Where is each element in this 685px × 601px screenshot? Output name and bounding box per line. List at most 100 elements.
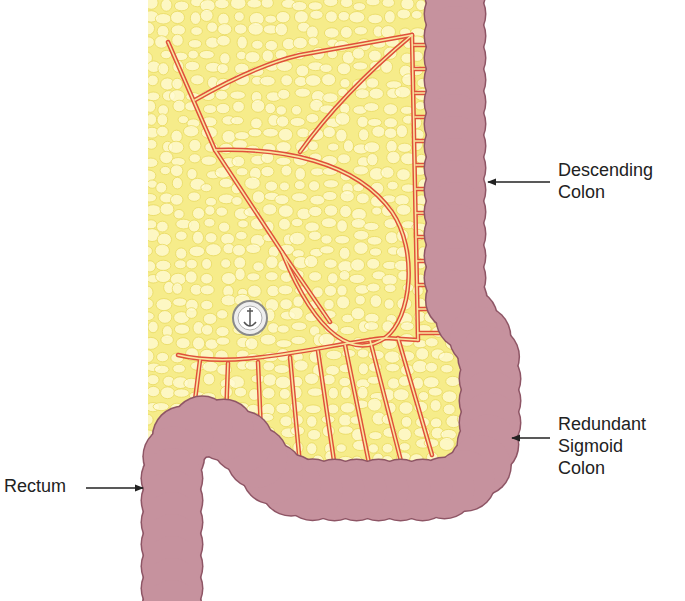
- fat-lobule: [397, 9, 411, 19]
- fat-lobule: [387, 181, 398, 190]
- fat-lobule: [353, 3, 366, 11]
- fat-lobule: [191, 27, 203, 36]
- fat-lobule: [430, 418, 441, 428]
- fat-lobule: [144, 0, 158, 9]
- leader-arrow: [488, 181, 550, 183]
- fat-lobule: [367, 398, 381, 411]
- fat-lobule: [140, 246, 152, 256]
- mesentery-fat: [148, 0, 462, 472]
- fat-lobule: [384, 351, 400, 363]
- fat-lobule: [336, 444, 346, 453]
- part-label: Redundant Sigmoid Colon: [558, 414, 670, 480]
- fat-lobule: [353, 62, 368, 70]
- fat-lobule: [308, 2, 322, 11]
- fat-lobule: [364, 142, 379, 153]
- fat-lobule: [265, 40, 277, 50]
- fat-lobule: [205, 206, 215, 216]
- fat-lobule: [295, 168, 305, 181]
- fat-lobule: [207, 22, 218, 32]
- fat-lobule: [349, 274, 365, 283]
- fat-lobule: [307, 388, 323, 397]
- fat-lobule: [217, 310, 228, 319]
- fat-lobule: [218, 24, 232, 35]
- fat-lobule: [306, 113, 319, 123]
- fat-lobule: [143, 193, 157, 202]
- fat-lobule: [395, 86, 411, 98]
- fat-lobule: [217, 64, 228, 74]
- fat-lobule: [297, 128, 310, 138]
- fat-lobule: [428, 387, 442, 396]
- fat-lobule: [157, 221, 169, 232]
- fat-lobule: [368, 444, 378, 453]
- fat-lobule: [263, 204, 277, 215]
- fat-lobule: [339, 271, 350, 281]
- fat-lobule: [186, 259, 197, 269]
- fat-lobule: [305, 373, 319, 384]
- fat-lobule: [321, 235, 332, 244]
- fat-lobule: [393, 389, 409, 401]
- fat-lobule: [219, 178, 233, 188]
- fat-lobule: [441, 364, 453, 373]
- fat-lobule: [385, 232, 398, 244]
- fat-lobule: [276, 157, 291, 165]
- fat-lobule: [188, 220, 199, 232]
- fat-lobule: [387, 151, 400, 163]
- fat-lobule: [340, 79, 350, 89]
- fat-lobule: [305, 405, 321, 414]
- fat-lobule: [326, 365, 340, 375]
- fat-lobule: [292, 1, 307, 11]
- fat-lobule: [398, 428, 412, 441]
- fat-lobule: [216, 337, 230, 345]
- fat-lobule: [155, 14, 171, 24]
- fat-lobule: [204, 218, 215, 227]
- fat-lobule: [161, 387, 175, 399]
- fat-lobule: [291, 193, 307, 202]
- fat-lobule: [278, 285, 293, 295]
- fat-lobule: [238, 220, 249, 228]
- fat-lobule: [185, 61, 200, 70]
- fat-lobule: [248, 128, 262, 136]
- fat-lobule: [229, 376, 245, 389]
- fat-lobule: [221, 259, 231, 268]
- fat-lobule: [173, 364, 186, 373]
- fat-lobule: [206, 244, 222, 256]
- fat-lobule: [175, 231, 187, 240]
- fat-lobule: [416, 348, 429, 360]
- fat-lobule: [173, 100, 185, 112]
- fat-lobule: [370, 295, 382, 308]
- fat-lobule: [183, 126, 198, 137]
- fat-lobule: [215, 0, 229, 9]
- fat-lobule: [157, 126, 169, 137]
- fat-lobule: [192, 207, 204, 219]
- fat-lobule: [221, 233, 235, 244]
- fat-lobule: [384, 128, 397, 139]
- fat-lobule: [339, 247, 350, 259]
- fat-lobule: [262, 50, 273, 62]
- colon-body: [142, 0, 520, 601]
- fat-lobule: [141, 299, 153, 309]
- fat-lobule: [364, 322, 378, 331]
- fat-lobule: [368, 118, 382, 126]
- fat-lobule: [305, 75, 321, 87]
- fat-lobule: [296, 65, 309, 77]
- fat-lobule: [279, 388, 290, 399]
- fat-lobule: [278, 205, 293, 218]
- leader-arrow: [512, 437, 550, 439]
- fat-lobule: [154, 365, 169, 374]
- fat-lobule: [236, 231, 248, 240]
- fat-lobule: [190, 12, 201, 25]
- fat-lobule: [399, 443, 410, 451]
- fat-lobule: [263, 374, 277, 386]
- fat-lobule: [251, 118, 263, 129]
- fat-lobule: [442, 391, 457, 403]
- fat-lobule: [263, 362, 275, 371]
- fat-lobule: [147, 92, 160, 101]
- fat-lobule: [336, 129, 347, 142]
- fat-lobule: [234, 387, 246, 397]
- fat-lobule: [320, 64, 332, 73]
- fat-lobule: [262, 387, 275, 399]
- fat-lobule: [366, 0, 380, 6]
- fat-lobule: [160, 203, 174, 215]
- fat-lobule: [252, 40, 263, 49]
